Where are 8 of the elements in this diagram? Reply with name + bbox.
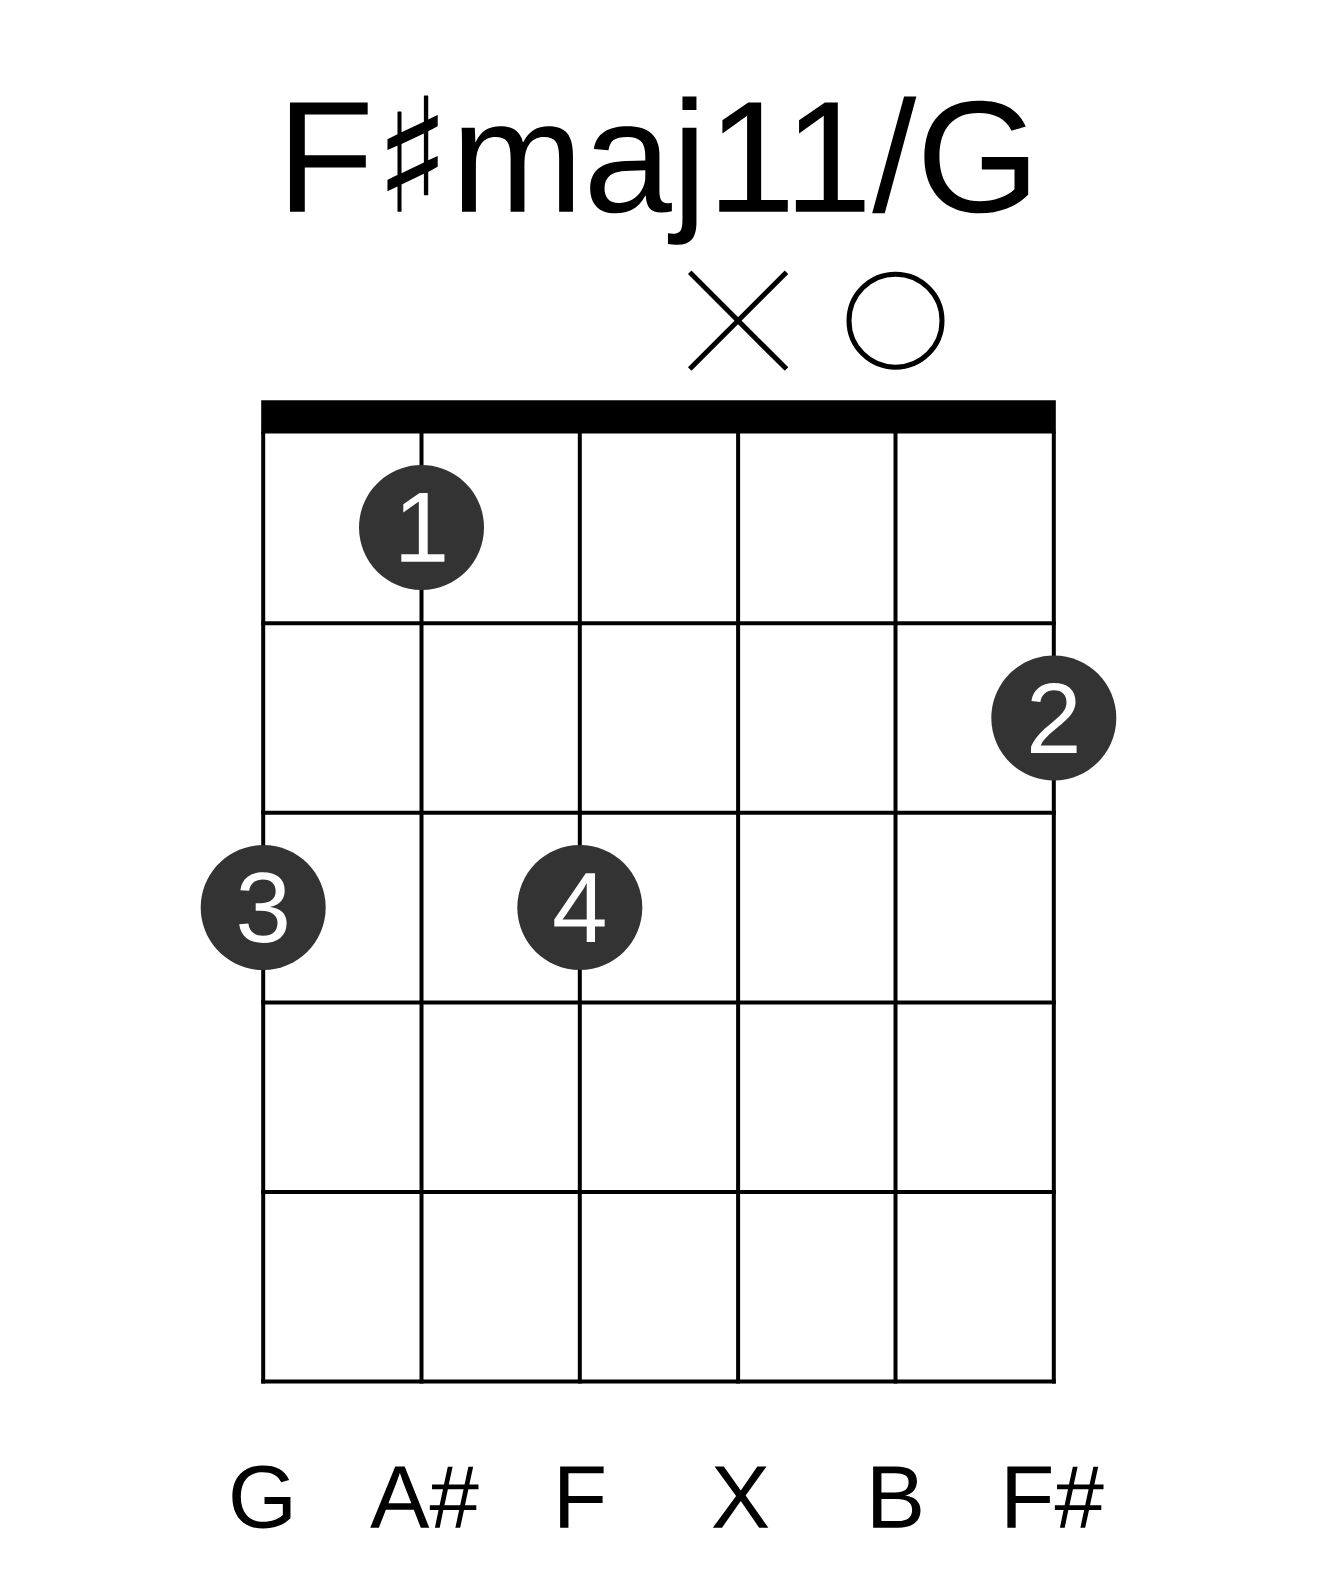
- open-string-circle: [846, 271, 945, 370]
- string-note-label: F: [560, 1466, 604, 1528]
- string-note-label: A#: [370, 1466, 479, 1528]
- string-note-label: X: [712, 1466, 769, 1528]
- string-note-label: G: [232, 1465, 291, 1529]
- string-note-label: F#: [1007, 1466, 1104, 1528]
- chord-title: F♯maj11/G: [289, 95, 1029, 245]
- string-note-label: B: [873, 1466, 921, 1528]
